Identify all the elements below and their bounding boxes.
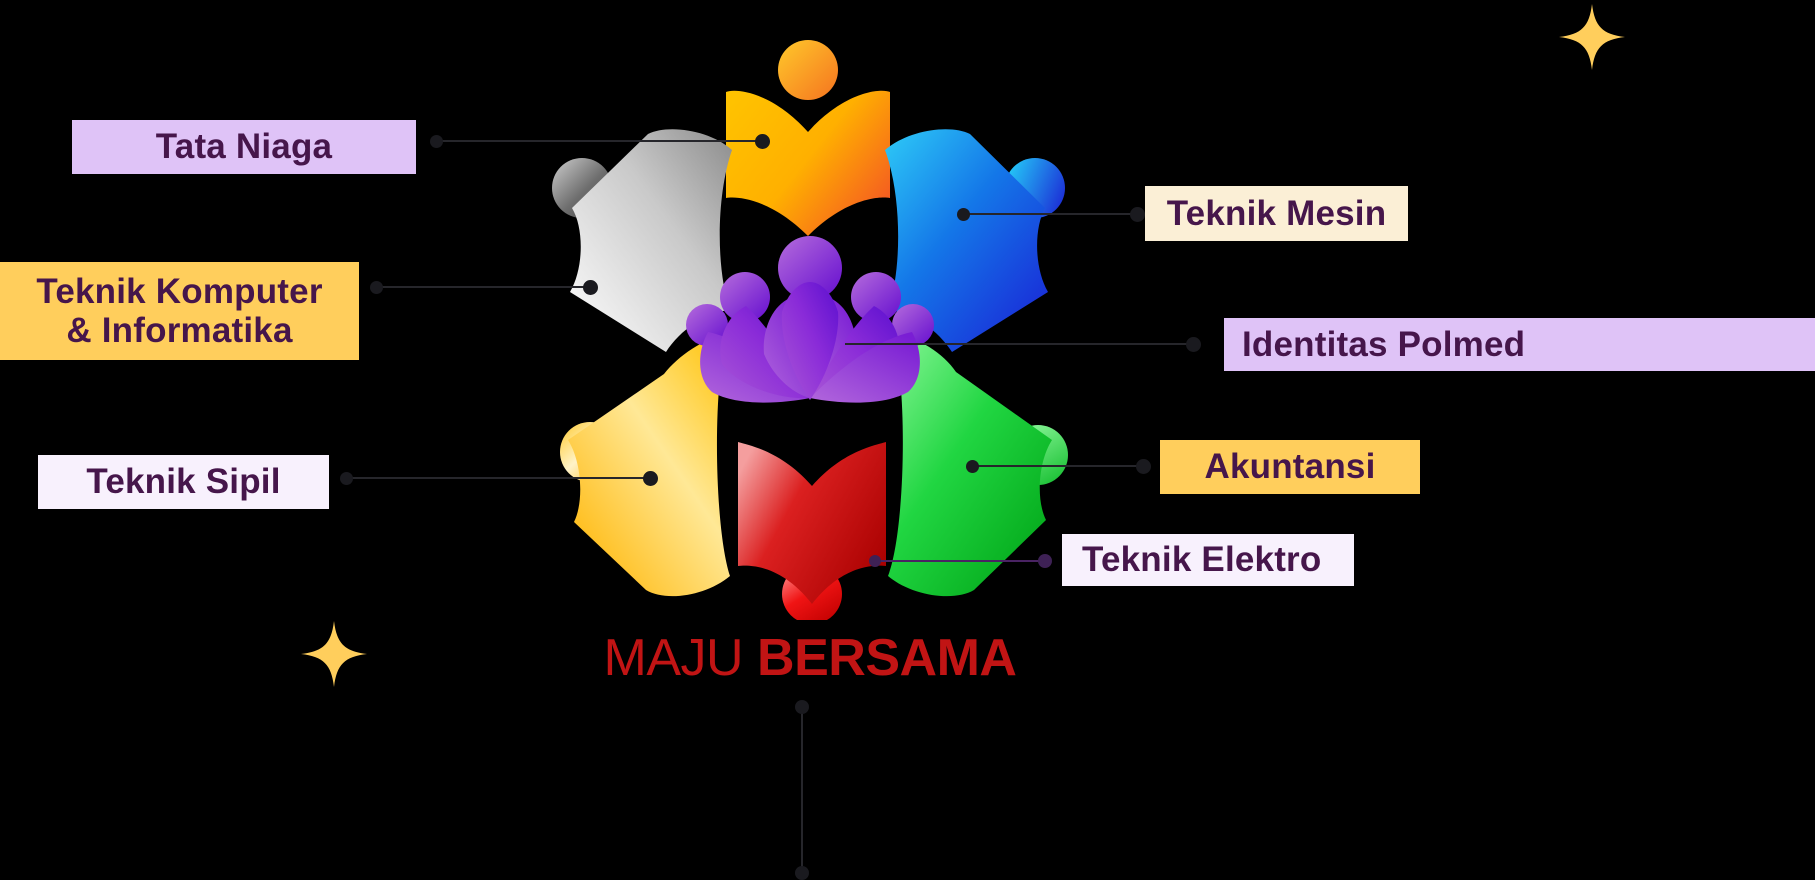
connector-dot-tmesin-logo: [957, 208, 970, 221]
tagline-word-bersama: BERSAMA: [757, 629, 1017, 687]
connector-dot-tsipil-logo: [643, 471, 658, 486]
connector-dot-tsipil-label: [340, 472, 353, 485]
sparkle-top-right-icon: [1559, 4, 1625, 70]
connector-teknik-mesin: [962, 213, 1138, 215]
connector-dot-akuntansi-label: [1136, 459, 1151, 474]
logo-petal-orange: [726, 40, 890, 236]
connector-dot-tmesin-label: [1130, 207, 1145, 222]
connector-dot-telektro-logo: [869, 555, 881, 567]
label-teknik-elektro[interactable]: Teknik Elektro: [1062, 534, 1354, 586]
connector-dot-bottom-top: [795, 700, 809, 714]
label-akuntansi[interactable]: Akuntansi: [1160, 440, 1420, 494]
label-teknik-mesin[interactable]: Teknik Mesin: [1145, 186, 1408, 241]
tagline-word-maju: MAJU: [603, 629, 744, 687]
connector-dot-tata-niaga-label: [430, 135, 443, 148]
tagline-maju-bersama: MAJU BERSAMA: [560, 627, 1060, 689]
logo-petal-yellow: [560, 334, 730, 597]
connector-identitas-polmed: [845, 343, 1195, 345]
connector-teknik-sipil: [348, 477, 653, 479]
label-teknik-sipil[interactable]: Teknik Sipil: [38, 455, 329, 509]
connector-dot-identitas-label: [1186, 337, 1201, 352]
tagline-spacer: [743, 628, 757, 688]
connector-dot-bottom-end: [795, 866, 809, 880]
connector-teknik-elektro: [874, 560, 1046, 562]
label-tata-niaga[interactable]: Tata Niaga: [72, 120, 416, 174]
label-identitas-polmed[interactable]: Identitas Polmed: [1224, 318, 1815, 371]
logo-petal-silver: [552, 129, 732, 352]
connector-dot-telektro-label: [1038, 554, 1052, 568]
connector-tata-niaga: [436, 140, 766, 142]
connector-teknik-komputer: [378, 286, 593, 288]
connector-dot-tkomputer-label: [370, 281, 383, 294]
polmed-flower-logo: [540, 20, 1100, 620]
connector-dot-tata-niaga-logo: [755, 134, 770, 149]
connector-bottom-stub: [801, 705, 803, 873]
label-teknik-komputer-line2: & Informatika: [66, 311, 293, 350]
logo-petal-blue: [885, 129, 1065, 352]
label-teknik-komputer-line1: Teknik Komputer: [36, 271, 323, 311]
connector-dot-akuntansi-logo: [966, 460, 979, 473]
connector-akuntansi: [972, 465, 1144, 467]
connector-dot-tkomputer-logo: [583, 280, 598, 295]
logo-center-purple-fan: [686, 236, 934, 403]
logo-petal-red: [738, 442, 886, 620]
sparkle-bottom-left-icon: [301, 621, 367, 687]
label-teknik-komputer-informatika[interactable]: Teknik Komputer & Informatika: [0, 262, 359, 360]
